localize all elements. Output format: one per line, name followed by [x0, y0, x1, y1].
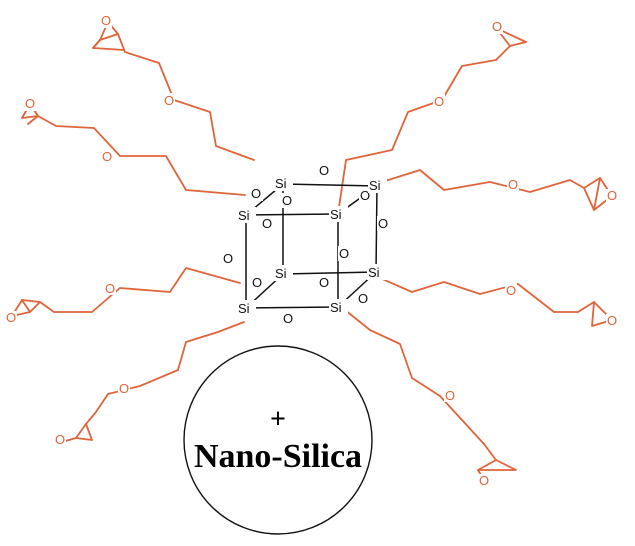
cage-silicon-label: Si [330, 207, 342, 222]
epoxy-arms: O O O O O O O O O O O O O [5, 13, 618, 488]
cage-oxygen-label: O [282, 193, 292, 208]
cage-oxygens: O O O O O O O O O O O O [222, 163, 390, 326]
cage-oxygen-label: O [319, 275, 329, 290]
cage-silicon-label: Si [275, 176, 287, 191]
arm-oxygen-label: O [105, 281, 115, 296]
nano-silica-label: Nano-Silica [194, 438, 362, 475]
arm-oxygen-label: O [434, 94, 444, 109]
cage-oxygen-label: O [358, 291, 368, 306]
epoxide-oxygen-label: O [6, 310, 16, 325]
cage-oxygen-label: O [223, 251, 233, 266]
cage-silicon-label: Si [238, 301, 250, 316]
poss-cage: O O O O O O O O O O O O Si [222, 163, 390, 326]
arm-oxygen-label: O [508, 177, 518, 192]
cage-oxygen-label: O [252, 275, 262, 290]
arm-oxygen-label: O [119, 381, 129, 396]
arm-ether-oxygens: O O O O O O O O [101, 93, 519, 403]
cage-oxygen-label: O [378, 216, 388, 231]
cage-silicon-label: Si [368, 265, 380, 280]
epoxy-arm-top-left [92, 21, 255, 161]
cage-oxygen-label: O [319, 163, 329, 178]
cage-oxygen-label: O [360, 188, 370, 203]
cage-silicons: Si Si Si Si Si Si Si Si [237, 175, 387, 316]
epoxy-arm-lower-right [379, 277, 613, 327]
nano-silica-sphere [183, 345, 373, 535]
cage-oxygen-label: O [283, 311, 293, 326]
epoxide-oxygen-label: O [492, 19, 502, 34]
epoxide-oxygen-label: O [607, 313, 617, 328]
arm-oxygen-label: O [164, 93, 174, 108]
epoxide-oxygen-label: O [25, 96, 35, 111]
cage-silicon-label: Si [275, 266, 287, 281]
plus-sign: + [270, 404, 286, 435]
epoxide-oxygens: O O O O O O O O [5, 13, 618, 488]
arm-oxygen-label: O [102, 149, 112, 164]
epoxy-arm-right [381, 169, 613, 211]
cage-silicon-label: Si [369, 178, 381, 193]
epoxide-oxygen-label: O [607, 188, 617, 203]
cage-bonds [245, 183, 378, 309]
cage-oxygen-label: O [262, 216, 272, 231]
arm-oxygen-label: O [445, 388, 455, 403]
cage-silicon-label: Si [238, 208, 250, 223]
arm-oxygen-label: O [506, 283, 516, 298]
cage-silicon-label: Si [330, 300, 342, 315]
epoxy-arm-lower-left [11, 267, 241, 317]
epoxide-oxygen-label: O [479, 473, 489, 488]
cage-oxygen-label: O [339, 246, 349, 261]
epoxide-oxygen-label: O [101, 13, 111, 28]
epoxide-oxygen-label: O [55, 432, 65, 447]
cage-oxygen-label: O [251, 186, 261, 201]
